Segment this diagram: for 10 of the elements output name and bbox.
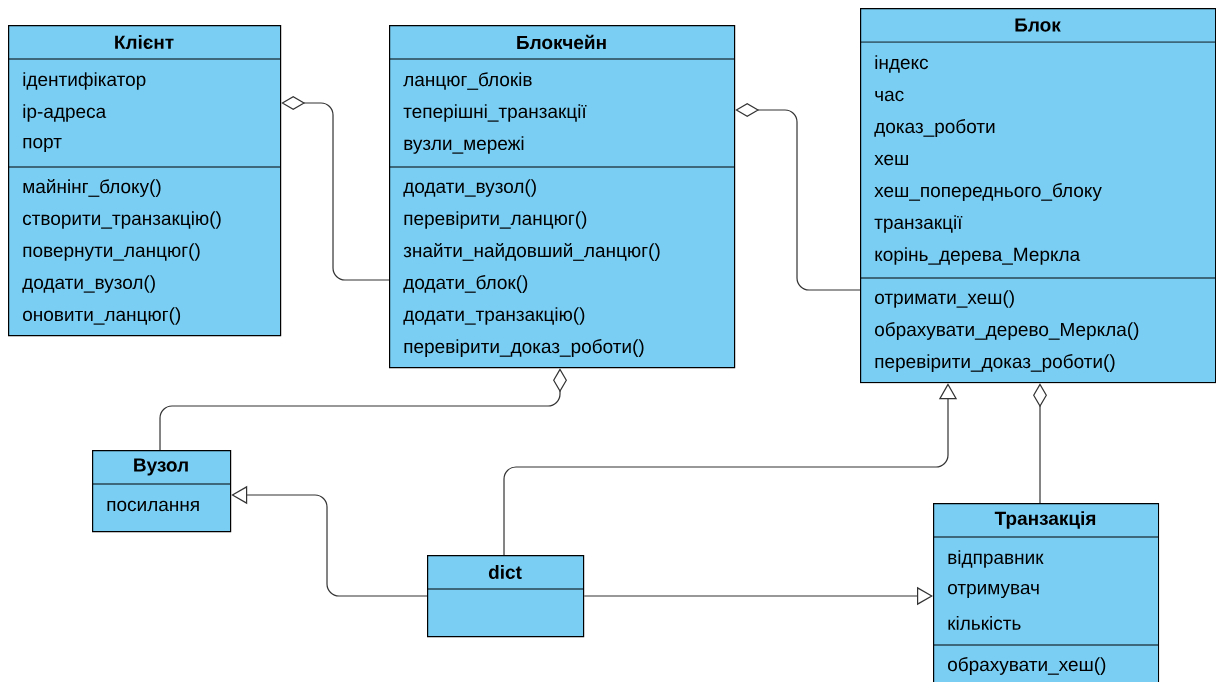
class-box: Клієнт ідентифікатор ip-адреса порт майнінг_блоку() створити_транзакцію() повернути_ланцюг() додати_вузол() оновити_ланцюг() [7, 25, 282, 337]
aggregation-line [735, 103, 861, 291]
class-box: Транзакція відправник отримувач кількість обрахувати_хеш() [932, 503, 1160, 682]
aggregation-line [159, 368, 567, 451]
class-box: Блок індекс час доказ_роботи хеш хеш_попереднього_блоку транзакції корінь_дерева_Меркла отримати_хеш() обрахувати_дерево_Меркла() перевірити_доказ_роботи() [859, 8, 1216, 384]
class-box: Вузол посилання [91, 450, 232, 533]
aggregation-line [1033, 383, 1047, 504]
class-box: Блокчейн ланцюг_блоків теперішні_транзакції вузли_мережі додати_вузол() перевірити_ланцюг() знайти_найдовший_ланцюг() додати_блок() додати_транзакцію() перевірити_доказ_роботи() [388, 25, 736, 369]
class-box: dict [426, 555, 585, 638]
aggregation-line [281, 96, 390, 281]
